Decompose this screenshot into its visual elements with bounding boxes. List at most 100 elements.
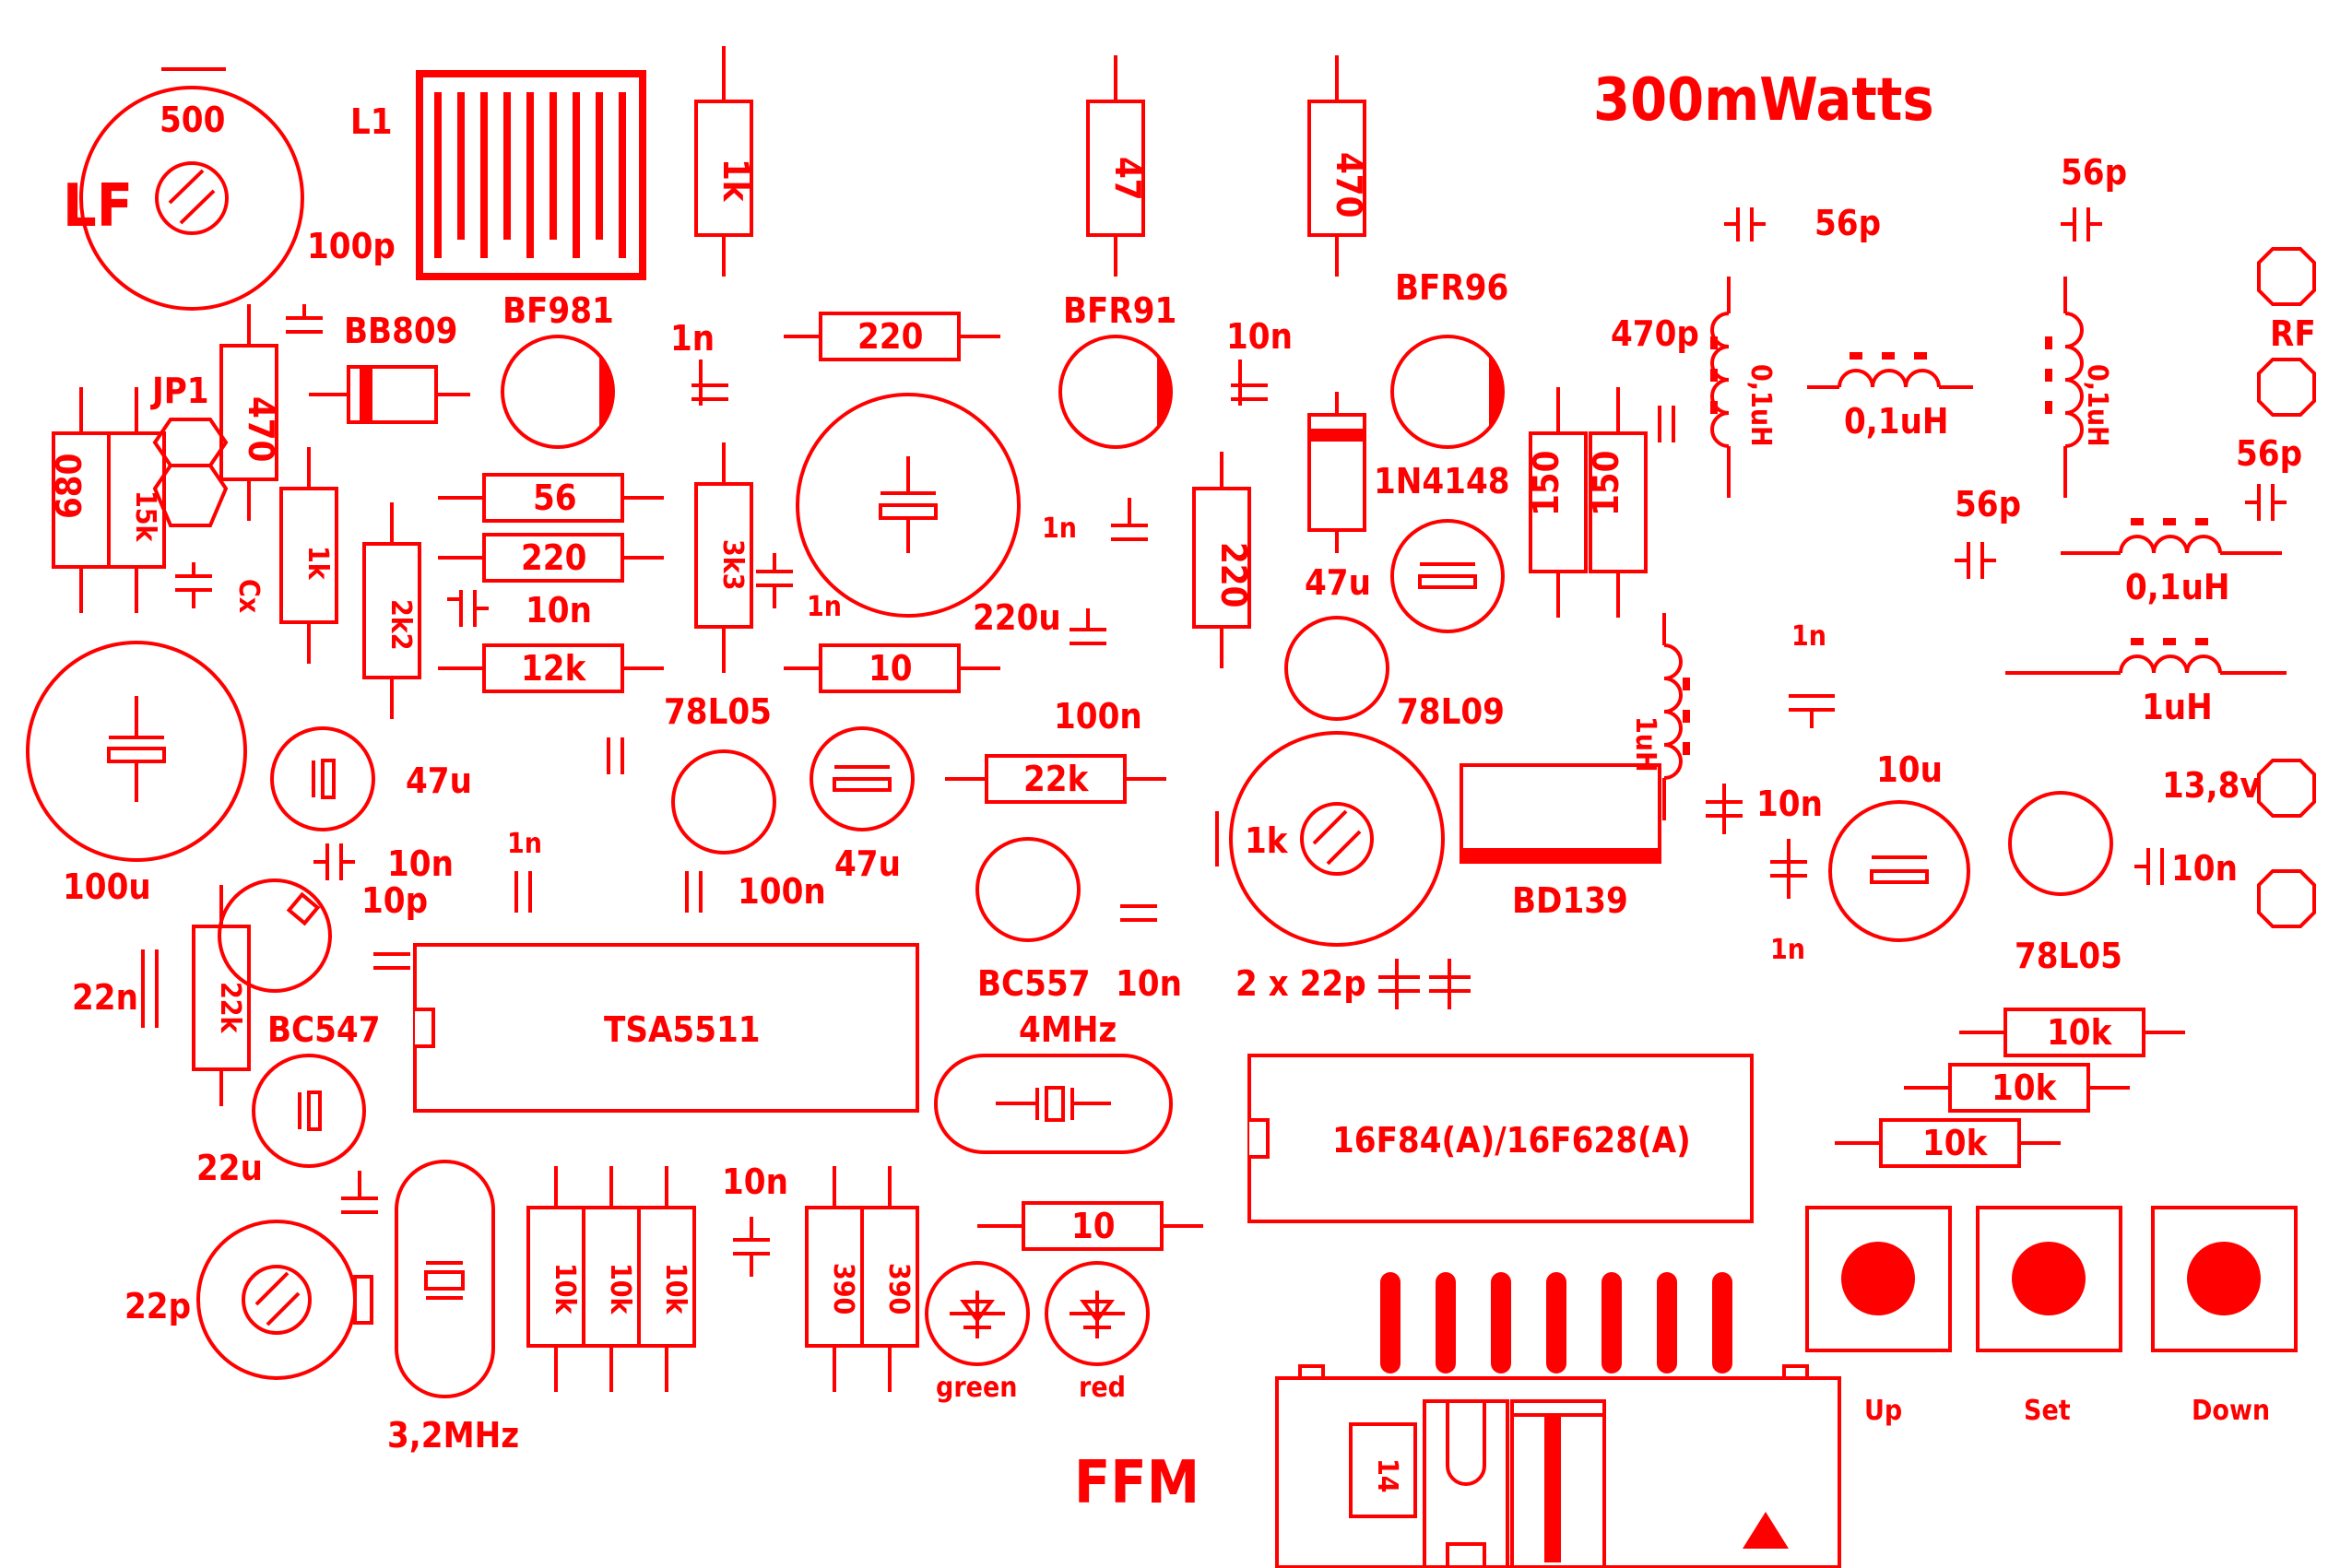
resistor-150-b bbox=[1589, 387, 1648, 618]
cap-10n-f bbox=[1120, 904, 1157, 922]
trimcap-22p bbox=[196, 1220, 373, 1380]
cap-1n-a bbox=[286, 304, 323, 334]
coil-0-1uh-d bbox=[2061, 518, 2282, 555]
resistor-10k-z-label: 10k bbox=[659, 1263, 691, 1315]
regulator-78l05-a-label: 78L05 bbox=[664, 691, 772, 732]
transistor-bc547 bbox=[218, 878, 332, 993]
resistor-470-left bbox=[219, 304, 278, 521]
resistor-22k-left bbox=[192, 885, 251, 1106]
cap-1n-g-label: 1n bbox=[1770, 934, 1805, 966]
cap-100n-b-label: 100n bbox=[738, 871, 826, 912]
cap-100u bbox=[26, 641, 247, 862]
resistor-10k-c bbox=[1835, 1118, 2061, 1168]
cap-100n-a bbox=[1070, 608, 1106, 645]
cap-1n-c bbox=[756, 553, 793, 608]
cap-10n-e-label: 10n bbox=[1756, 784, 1823, 824]
transistor-bc547-label: BC547 bbox=[267, 1009, 381, 1050]
cap-10n-g bbox=[2134, 848, 2164, 885]
resistor-2k2-label: 2k2 bbox=[384, 599, 417, 651]
transistor-bc557-label: BC557 bbox=[977, 963, 1091, 1004]
cap-56p-b-label: 56p bbox=[2061, 152, 2127, 193]
cap-100p-label: 100p bbox=[307, 226, 396, 266]
resistor-3k3-label: 3k3 bbox=[716, 539, 749, 591]
resistor-10k-y-label: 10k bbox=[604, 1263, 636, 1315]
cap-56p-d bbox=[1955, 542, 1996, 579]
cap-100n-a-label: 100n bbox=[1054, 696, 1142, 737]
cap-56p-b bbox=[2061, 207, 2102, 242]
cap-47u-b bbox=[270, 726, 375, 831]
cap-47u-a bbox=[1390, 519, 1505, 633]
resistor-2k2 bbox=[362, 502, 421, 719]
diode-1n4148-label: 1N4148 bbox=[1374, 461, 1510, 501]
cap-220u-electrolytic bbox=[796, 393, 1021, 618]
resistor-22k-mid bbox=[945, 754, 1166, 804]
resistor-220-vert-label: 220 bbox=[1213, 542, 1254, 607]
rf-output-pad-1 bbox=[2257, 247, 2316, 306]
pin-header bbox=[1380, 1272, 1732, 1373]
cap-56p-c bbox=[2245, 484, 2287, 521]
cap-10p-label: 10p bbox=[361, 880, 428, 921]
button-down[interactable] bbox=[2151, 1206, 2298, 1352]
cap-10n-b-label: 10n bbox=[1226, 316, 1293, 357]
resistor-150-b-label: 150 bbox=[1586, 451, 1626, 516]
resistor-22k-left-label: 22k bbox=[214, 982, 246, 1034]
resistor-1k-left-label: 1k bbox=[301, 546, 334, 581]
resistor-10-a bbox=[784, 643, 1000, 693]
cap-10n-c-label: 10n bbox=[387, 843, 454, 884]
cap-10n-c bbox=[313, 843, 355, 880]
button-up[interactable] bbox=[1805, 1206, 1952, 1352]
resistor-470-top-label: 470 bbox=[1329, 152, 1369, 218]
coil-0-1uh-b-label: 0,1uH bbox=[1844, 401, 1949, 442]
diode-1n4148 bbox=[1307, 392, 1366, 553]
coil-0-1uh-d-label: 0,1uH bbox=[2125, 567, 2230, 607]
button-set[interactable] bbox=[1976, 1206, 2122, 1352]
resistor-10k-x-label: 10k bbox=[549, 1263, 581, 1315]
resistor-220-vert bbox=[1192, 452, 1251, 668]
resistor-10k-z bbox=[637, 1166, 696, 1392]
title-label: 300mWatts bbox=[1593, 66, 1934, 135]
resistor-47 bbox=[1086, 55, 1145, 277]
diode-bb809-label: BB809 bbox=[344, 311, 457, 351]
regulator-78l05-a bbox=[671, 749, 776, 855]
supply-label: 13,8v bbox=[2162, 765, 2261, 806]
supply-pad-2 bbox=[2257, 869, 2316, 928]
cap-22n bbox=[141, 949, 159, 1028]
cap-22u bbox=[252, 1054, 366, 1168]
led-red bbox=[1045, 1261, 1150, 1366]
resistor-390-b-label: 390 bbox=[882, 1263, 915, 1315]
trimcap-22p-label: 22p bbox=[124, 1286, 191, 1326]
coil-l1-meander bbox=[416, 70, 646, 280]
cap-10n-e bbox=[1706, 784, 1743, 834]
transistor-bd139-label: BD139 bbox=[1512, 880, 1628, 921]
crystal-caps-label: 2 x 22p bbox=[1235, 963, 1366, 1004]
ic-tsa5511 bbox=[413, 943, 919, 1113]
resistor-1k-top-label: 1k bbox=[715, 159, 756, 203]
coil-0-1uh-a bbox=[1710, 277, 1731, 498]
coil-0-1uh-c bbox=[2045, 277, 2084, 498]
cap-1n-c-label: 1n bbox=[807, 591, 842, 623]
cap-10n-bottom bbox=[733, 1217, 770, 1277]
transistor-bf981-label: BF981 bbox=[502, 290, 614, 331]
coil-0-1uh-a-label: 0,1uH bbox=[1744, 364, 1777, 447]
ic-tsa5511-label: TSA5511 bbox=[604, 1009, 761, 1050]
resistor-220-a bbox=[438, 533, 664, 583]
coil-1uh-e-label: 1uH bbox=[1629, 716, 1661, 772]
transistor-bfr91-label: BFR91 bbox=[1063, 290, 1176, 331]
resistor-1k-top bbox=[694, 46, 753, 277]
regulator-78l05-b bbox=[2008, 791, 2113, 896]
resistor-10k-b bbox=[1904, 1063, 2130, 1113]
cap-100u-label: 100u bbox=[63, 867, 151, 907]
resistor-10k-c-label: 10k bbox=[1922, 1123, 1989, 1163]
cap-1n-near-78l05 bbox=[607, 737, 624, 774]
cap-22n-label: 22n bbox=[72, 977, 138, 1018]
cap-22u-label: 22u bbox=[196, 1148, 263, 1188]
transistor-bd139 bbox=[1460, 763, 1661, 864]
resistor-390-b bbox=[860, 1166, 919, 1392]
lcd-connector bbox=[1275, 1364, 1841, 1568]
cap-220u-label: 220u bbox=[973, 597, 1061, 638]
cap-10n-b bbox=[1231, 360, 1268, 406]
diode-bb809 bbox=[309, 365, 470, 424]
resistor-220-a-label: 220 bbox=[521, 537, 586, 578]
cap-1n-b bbox=[691, 360, 728, 406]
coil-l1-label: L1 bbox=[350, 101, 393, 142]
